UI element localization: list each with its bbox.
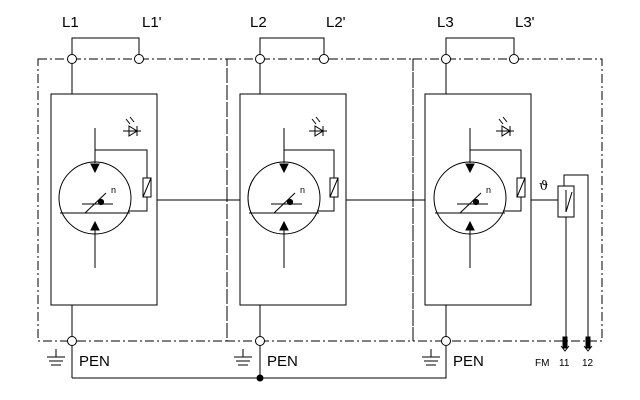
led-indicator-icon (496, 116, 514, 137)
label-contact-12: 12 (582, 358, 594, 369)
terminal-l1 (67, 54, 77, 64)
terminal-pen-2 (255, 336, 265, 346)
terminal-l2-prime (319, 54, 329, 64)
label-l1: L1 (62, 14, 79, 31)
terminal-l3 (441, 54, 451, 64)
pen-junction (256, 374, 264, 382)
module-3 (422, 37, 532, 366)
terminal-l3-prime (509, 54, 519, 64)
protection-module-2 (239, 93, 347, 306)
label-pen-2: PEN (267, 353, 298, 370)
ground-icon (234, 349, 252, 366)
label-pen-3: PEN (453, 353, 484, 370)
label-l2-prime: L2' (326, 14, 346, 31)
pen-bus (72, 363, 447, 379)
ground-icon (422, 349, 440, 366)
module-1 (47, 37, 158, 378)
terminal-pen-3 (441, 336, 451, 346)
label-l3: L3 (437, 14, 454, 31)
label-contact-11: 11 (559, 358, 570, 369)
varistor-label-3: n (486, 185, 491, 195)
led-indicator-icon (123, 116, 141, 137)
label-pen-1: PEN (79, 353, 110, 370)
interconnects (72, 199, 447, 382)
label-l2: L2 (250, 14, 267, 31)
terminal-bridge-2 (259, 37, 325, 59)
thermal-switch-icon (531, 174, 593, 352)
label-l3-prime: L3' (515, 14, 535, 31)
thermal-symbol: ϑ (539, 179, 548, 194)
terminal-bridge-3 (445, 37, 515, 59)
terminal-pen-1 (67, 336, 77, 346)
terminal-l2 (255, 54, 265, 64)
terminal-bridge-1 (71, 37, 140, 59)
label-fm: FM (535, 358, 549, 369)
label-l1-prime: L1' (142, 14, 162, 31)
varistor-label-2: n (300, 185, 305, 195)
led-indicator-icon (309, 116, 327, 137)
varistor-label-1: n (111, 185, 116, 195)
protection-module-3 (424, 93, 532, 306)
module-2 (234, 37, 347, 378)
protection-module-1 (50, 93, 158, 306)
ground-icon (47, 349, 65, 366)
terminal-l1-prime (134, 54, 144, 64)
